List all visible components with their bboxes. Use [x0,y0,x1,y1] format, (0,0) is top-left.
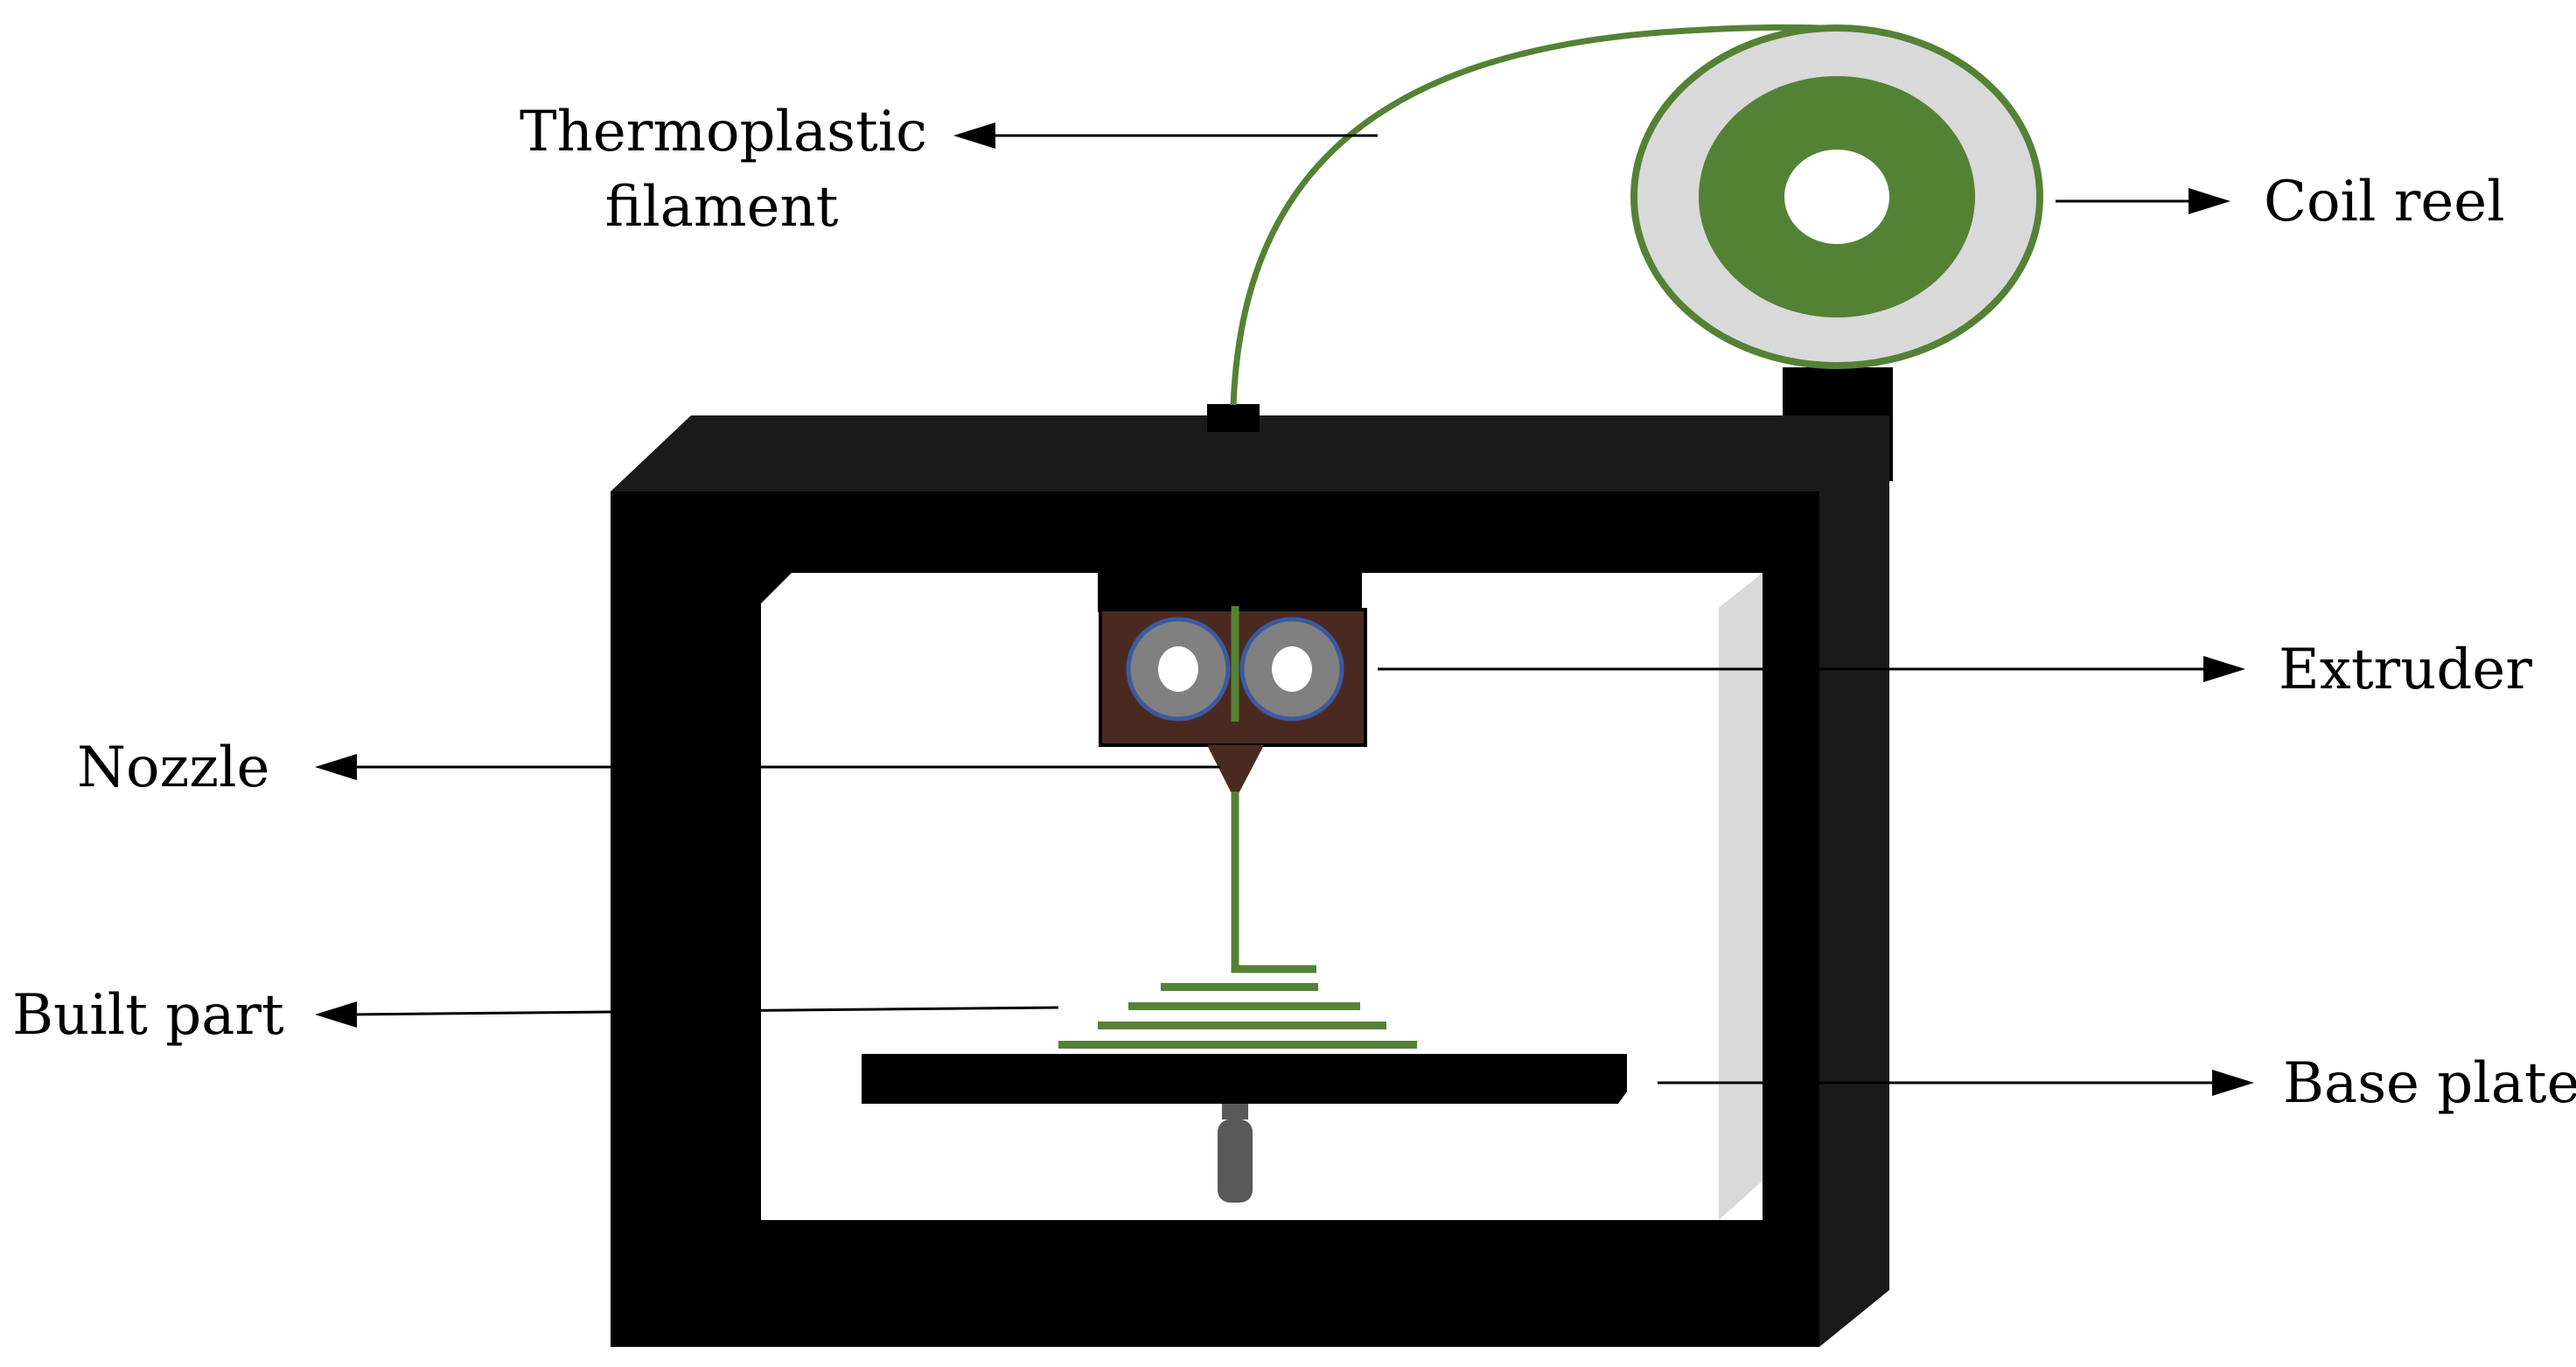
label-coil-reel: Coil reel [2264,170,2505,234]
pointer-line-built-part [349,1006,1059,1016]
pointer-lines [349,134,2217,1085]
frame-right-face [1819,429,1889,1347]
nozzle-tip [1207,745,1264,800]
coil-reel [1630,24,2043,369]
coil-reel-hub [1784,150,1889,244]
arrowhead-filament [953,122,995,149]
arrowhead-nozzle [315,754,357,780]
built-part [1058,983,1417,1049]
arrowhead-base-plate [2212,1070,2254,1096]
arrowheads [315,122,2254,1096]
extruder-mount [1098,573,1362,612]
label-thermoplastic-line1: Thermoplastic [520,100,927,164]
arrowhead-extruder [2203,656,2245,682]
frame-top-face [611,415,1889,492]
base-plate [862,1054,1627,1104]
chamber-side-panel [1719,573,1763,1220]
extruder-roller-right [1239,617,1344,722]
filament-inlet [1207,404,1260,432]
support-rod [1218,1104,1253,1203]
label-built-part: Built part [12,983,284,1048]
label-extruder: Extruder [2279,638,2532,702]
label-base-plate: Base plate [2283,1051,2576,1116]
label-thermoplastic-line2: filament [605,175,839,240]
arrowhead-coil-reel [2189,188,2230,214]
extruder-roller-left [1126,617,1231,722]
arrowhead-built-part [315,1001,357,1028]
extruded-filament [1231,792,1316,973]
label-nozzle: Nozzle [77,736,269,800]
